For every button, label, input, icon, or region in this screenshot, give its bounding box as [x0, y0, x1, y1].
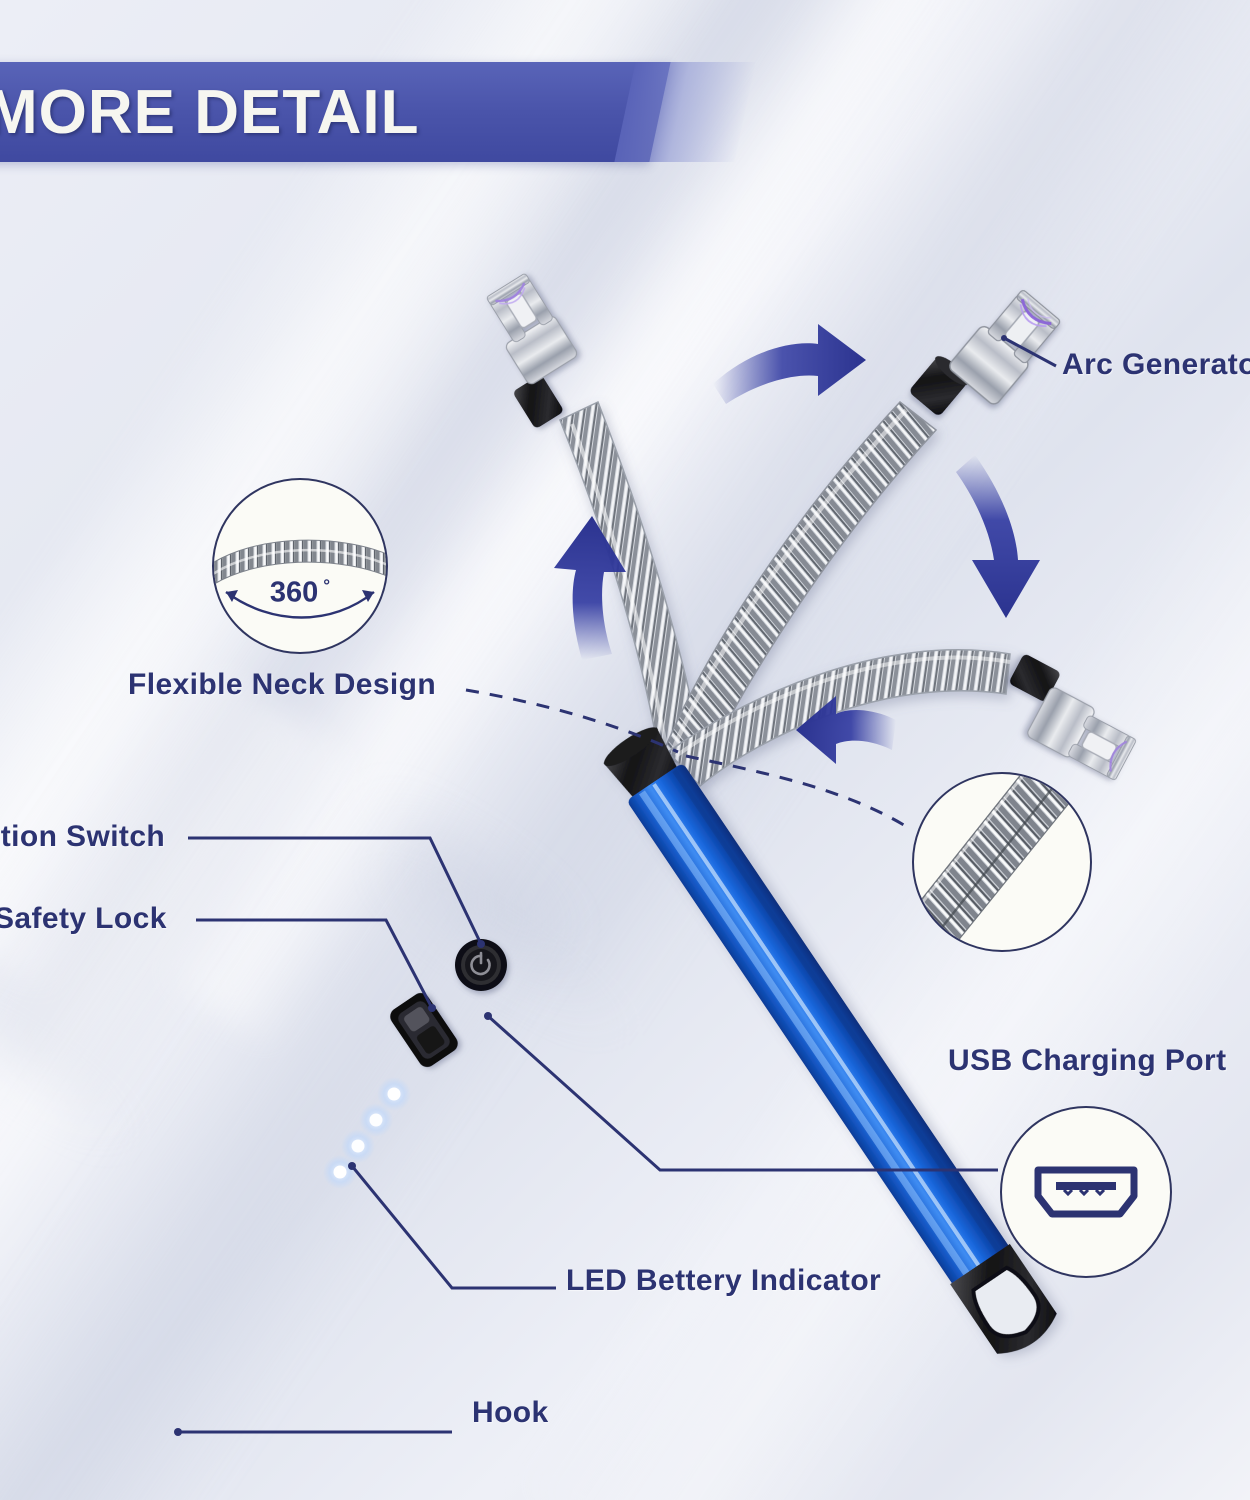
neck-upper-right	[661, 400, 938, 773]
leader-safety-lock	[196, 918, 436, 1012]
arc-generator-tip-main	[910, 290, 1061, 415]
micro-usb-port-icon	[1034, 1166, 1138, 1218]
safety-lock-slider	[390, 993, 458, 1067]
body-collar	[603, 727, 680, 802]
leader-ignition-switch	[188, 836, 485, 948]
leader-arc-generator	[1001, 335, 1057, 368]
ignition-button	[455, 939, 507, 991]
led-indicator-dots	[323, 1077, 411, 1189]
rotation-value-label: 360°	[269, 576, 331, 609]
neck-upper-left	[559, 400, 701, 762]
arc-generator-tip-left	[486, 273, 578, 428]
arrow-right-icon	[713, 324, 866, 404]
neck-texture-graphic	[914, 774, 1079, 950]
arrow-up-icon	[554, 516, 626, 660]
arrow-down-icon	[956, 455, 1040, 618]
leader-usb-port	[484, 1012, 998, 1172]
rotation-detail-circle: 360°	[212, 478, 388, 654]
arc-generator-tip-right	[1010, 654, 1136, 781]
label-ignition-switch: ition Switch	[0, 820, 166, 853]
label-flexible-neck-design: Flexible Neck Design	[128, 668, 437, 701]
label-safety-lock: Safety Lock	[0, 902, 167, 935]
neck-texture-detail-circle	[912, 772, 1092, 952]
neck-right	[666, 649, 1011, 788]
usb-port-detail-circle	[1000, 1106, 1172, 1278]
label-arc-generator: Arc Generator	[1062, 348, 1250, 381]
rotation-detail-graphic	[214, 539, 386, 619]
header-banner-tail	[614, 62, 756, 162]
arrow-left-icon	[796, 696, 896, 764]
leader-hook	[174, 1428, 452, 1436]
page-title: MORE DETAIL	[0, 78, 420, 147]
label-usb-charging-port: USB Charging Port	[948, 1044, 1227, 1077]
leader-neck-texture	[685, 754, 913, 832]
leader-flexible-neck	[465, 688, 679, 754]
leader-led-indicator	[348, 1162, 556, 1290]
label-led-battery-indicator: LED Bettery Indicator	[566, 1264, 882, 1297]
label-hook: Hook	[472, 1396, 549, 1429]
